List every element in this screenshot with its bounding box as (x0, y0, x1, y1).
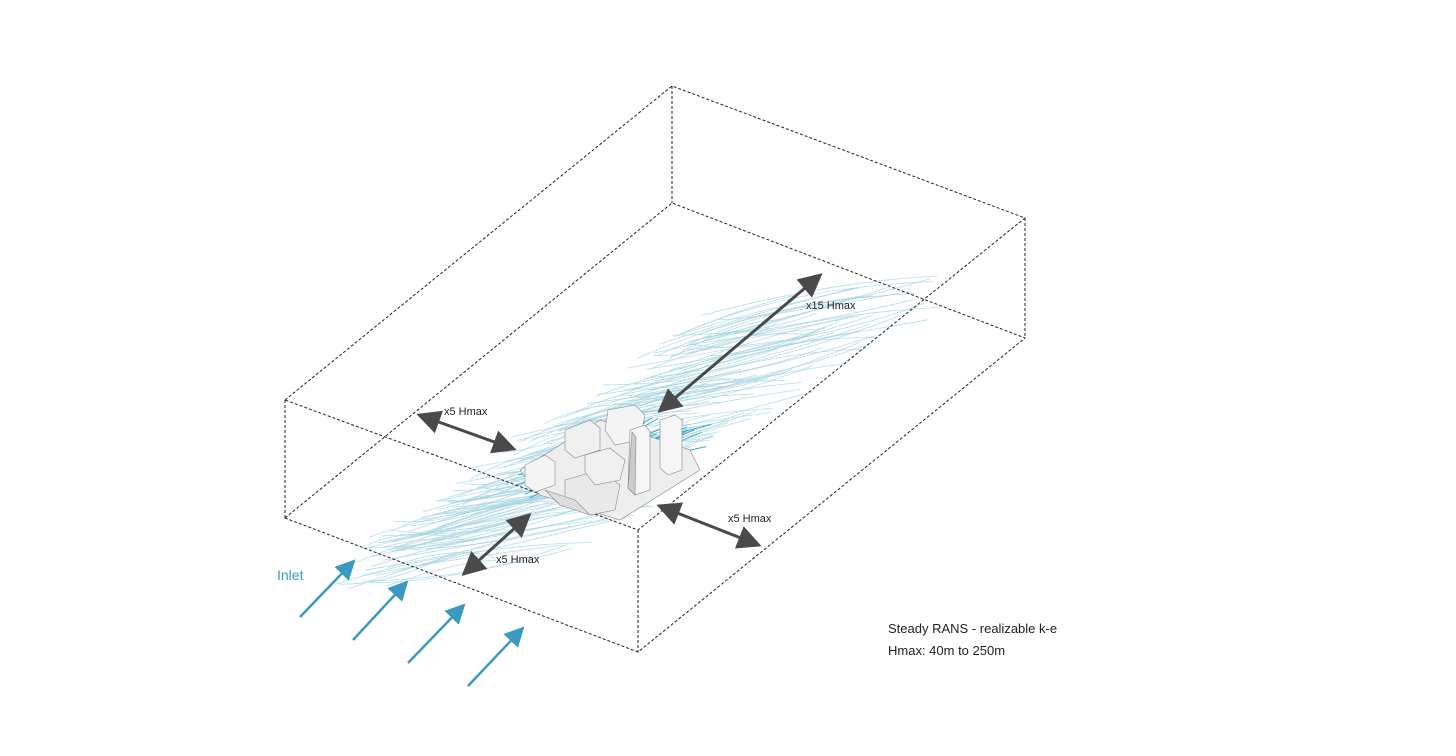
upstream-arrow (416, 410, 517, 454)
inlet-arrow-icon (467, 626, 525, 687)
lateral-right-label: x5 Hmax (728, 513, 772, 525)
hmax-note: Hmax: 40m to 250m (888, 643, 1006, 658)
model-note: Steady RANS - realizable k-e (888, 621, 1058, 636)
streamline (363, 544, 564, 576)
inlet-arrow-icon (299, 559, 356, 618)
streamline (423, 482, 523, 513)
downstream-label: x15 Hmax (806, 300, 856, 312)
domain-box (284, 85, 1026, 653)
streamline (544, 403, 666, 425)
inlet-arrow-icon (352, 580, 409, 641)
lateral-bottom-label: x5 Hmax (496, 554, 540, 566)
inlet-arrow-icon (407, 603, 466, 664)
lateral-right-arrow (656, 502, 762, 549)
streamline (402, 494, 540, 527)
streamline (652, 328, 823, 369)
buildings (519, 404, 701, 521)
upstream-label: x5 Hmax (444, 406, 488, 418)
streamline (361, 534, 461, 549)
inlet-label: Inlet (277, 567, 304, 583)
streamline (364, 494, 542, 549)
streamline (392, 501, 487, 523)
downstream-arrow (657, 273, 823, 413)
streamline (335, 541, 592, 585)
streamline (385, 559, 497, 587)
streamline (339, 553, 450, 585)
lateral-bottom-arrow (461, 512, 532, 577)
dimension-arrows (416, 273, 823, 577)
inlet-arrows (299, 559, 525, 687)
